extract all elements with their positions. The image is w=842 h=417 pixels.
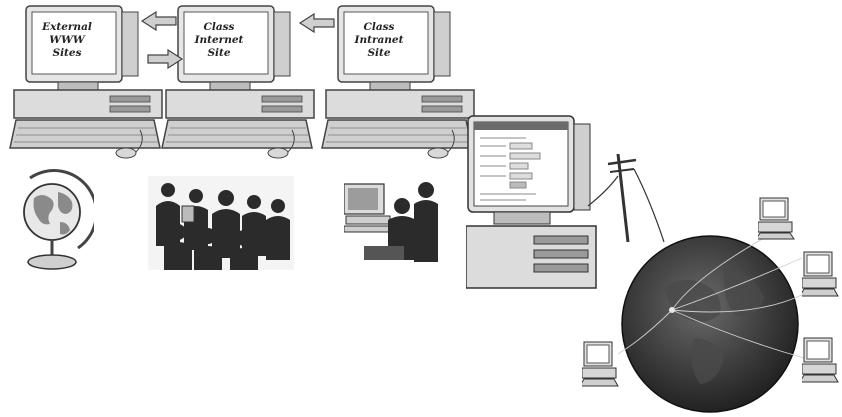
student-at-computer-icon [344, 176, 440, 266]
remote-computer-icon [758, 196, 798, 240]
arrow-left-icon [140, 10, 178, 32]
networked-earth-icon [614, 228, 804, 416]
globe-icon [14, 168, 94, 272]
remote-computer-icon [582, 340, 622, 388]
remote-computer-icon [802, 336, 842, 384]
remote-computer-icon [802, 250, 842, 298]
arrow-left-icon [298, 12, 336, 34]
class-intranet-site-label: Class Intranet Site [344, 14, 414, 66]
arrow-right-icon [146, 48, 184, 70]
external-www-sites-label: External WWW Sites [32, 14, 102, 66]
class-internet-site-label: Class Internet Site [184, 14, 254, 66]
class-internet-computer: Class Internet Site [160, 2, 320, 162]
class-intranet-computer: Class Intranet Site [320, 2, 480, 162]
classroom-group-icon [148, 176, 294, 270]
